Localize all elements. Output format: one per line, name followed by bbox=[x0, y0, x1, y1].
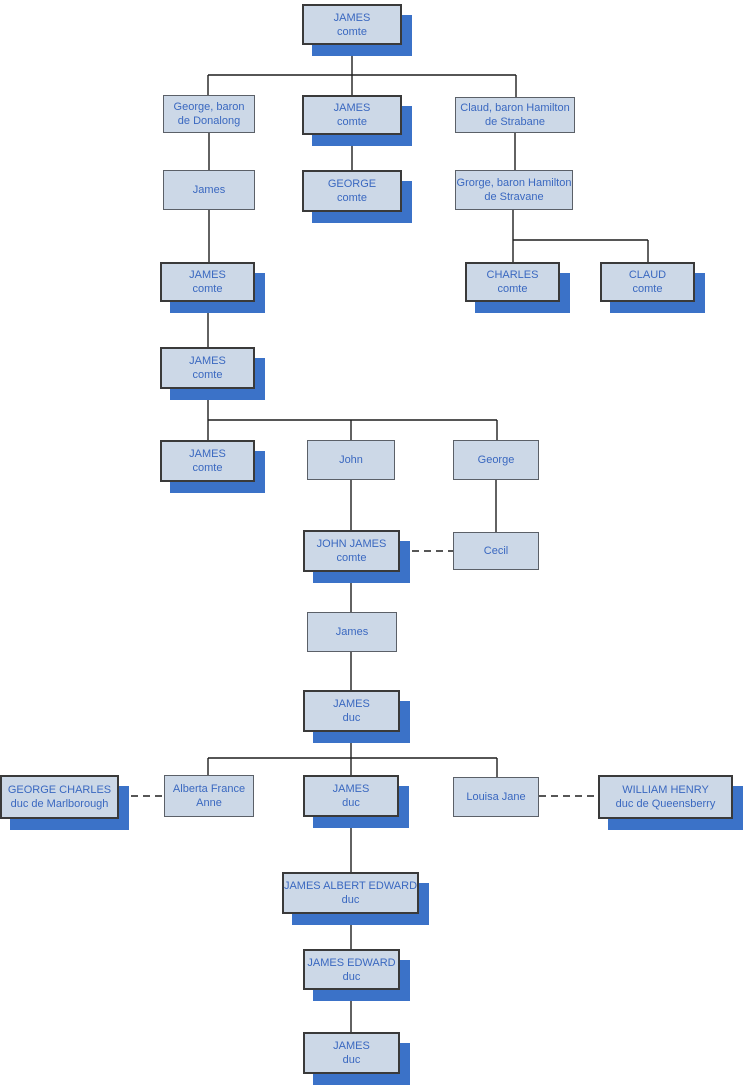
node-title-label: comte bbox=[336, 552, 367, 564]
node-james-comte-4[interactable]: JAMES comte bbox=[160, 347, 255, 389]
node-name-label: CLAUD bbox=[628, 269, 667, 281]
node-title-label: comte bbox=[497, 283, 528, 295]
node-james-comte-5[interactable]: JAMES comte bbox=[160, 440, 255, 482]
node-john[interactable]: John bbox=[307, 440, 395, 480]
node-name-label: James bbox=[192, 184, 226, 196]
node-james-duc-1[interactable]: JAMES duc bbox=[303, 690, 400, 732]
node-title-label: de Donalong bbox=[177, 115, 241, 127]
node-name-label: JAMES ALBERT EDWARD bbox=[283, 880, 418, 892]
node-name-label: JAMES bbox=[333, 102, 371, 114]
node-john-james-comte[interactable]: JOHN JAMES comte bbox=[303, 530, 400, 572]
node-title-label: comte bbox=[632, 283, 663, 295]
node-james-duc-2[interactable]: JAMES duc bbox=[303, 775, 399, 817]
node-title-label: comte bbox=[337, 25, 367, 38]
node-title-label: de Strabane bbox=[485, 116, 545, 128]
node-james-comte-3[interactable]: JAMES comte bbox=[160, 262, 255, 302]
node-william-henry-queensberry[interactable]: WILLIAM HENRY duc de Queensberry bbox=[598, 775, 733, 819]
node-george-baron-donalong[interactable]: George, baron de Donalong bbox=[163, 95, 255, 133]
node-name-label: George, baron bbox=[173, 101, 245, 113]
node-name-label: JAMES bbox=[332, 783, 370, 795]
node-name-label: GEORGE CHARLES bbox=[7, 784, 112, 796]
node-james-plain-1[interactable]: James bbox=[163, 170, 255, 210]
node-name-label: JAMES bbox=[333, 1040, 370, 1052]
node-james-plain-2[interactable]: James bbox=[307, 612, 397, 652]
node-name-label: Louisa Jane bbox=[466, 791, 526, 803]
node-title-label: de Stravane bbox=[484, 191, 544, 203]
node-name-label: John bbox=[339, 454, 363, 466]
node-title-label: Anne bbox=[196, 797, 222, 809]
node-title-label: duc bbox=[341, 894, 360, 906]
node-name-label: Claud, baron Hamilton bbox=[460, 102, 570, 114]
node-cecil[interactable]: Cecil bbox=[453, 532, 539, 570]
node-title-label: comte bbox=[192, 462, 223, 474]
node-name-label: JAMES bbox=[333, 698, 370, 710]
node-name-label: Grorge, baron Hamilton bbox=[456, 177, 572, 189]
node-charles-comte[interactable]: CHARLES comte bbox=[465, 262, 560, 302]
node-claud-comte[interactable]: CLAUD comte bbox=[600, 262, 695, 302]
node-title-label: duc bbox=[342, 712, 361, 724]
node-name-label: GEORGE bbox=[327, 178, 377, 190]
node-name-label: JOHN JAMES bbox=[316, 538, 387, 550]
node-claud-baron-strabane[interactable]: Claud, baron Hamilton de Strabane bbox=[455, 97, 575, 133]
node-james-comte-2[interactable]: JAMES comte bbox=[302, 95, 402, 135]
node-name-label: CHARLES bbox=[486, 269, 539, 281]
node-title-label: duc de Marlborough bbox=[10, 798, 109, 810]
node-name-label: Alberta France bbox=[172, 783, 246, 795]
node-george-comte[interactable]: GEORGE comte bbox=[302, 170, 402, 212]
node-name-label: JAMES bbox=[189, 269, 226, 281]
node-name-label: Cecil bbox=[483, 545, 509, 557]
node-louisa-jane[interactable]: Louisa Jane bbox=[453, 777, 539, 817]
node-title-label: duc bbox=[342, 797, 360, 809]
node-name-label: George bbox=[477, 454, 515, 466]
node-name-label: JAMES bbox=[189, 355, 226, 367]
node-george-plain[interactable]: George bbox=[453, 440, 539, 480]
node-title-label: comte bbox=[192, 283, 223, 295]
node-james-duc-3[interactable]: JAMES duc bbox=[303, 1032, 400, 1074]
node-title-label: duc bbox=[342, 970, 361, 983]
node-name-label: JAMES EDWARD bbox=[307, 956, 396, 969]
node-name-label: WILLIAM HENRY bbox=[622, 784, 709, 796]
node-title-label: duc de Queensberry bbox=[615, 798, 716, 810]
node-title-label: comte bbox=[192, 369, 223, 381]
node-title-label: duc bbox=[342, 1054, 361, 1066]
node-name-label: JAMES bbox=[333, 11, 371, 24]
node-grorge-baron-stravane[interactable]: Grorge, baron Hamilton de Stravane bbox=[455, 170, 573, 210]
node-title-label: comte bbox=[337, 116, 367, 128]
node-james-albert-edward-duc[interactable]: JAMES ALBERT EDWARD duc bbox=[282, 872, 419, 914]
node-george-charles-marlborough[interactable]: GEORGE CHARLES duc de Marlborough bbox=[0, 775, 119, 819]
node-name-label: James bbox=[335, 626, 369, 638]
node-title-label: comte bbox=[337, 192, 367, 204]
node-name-label: JAMES bbox=[189, 448, 226, 460]
